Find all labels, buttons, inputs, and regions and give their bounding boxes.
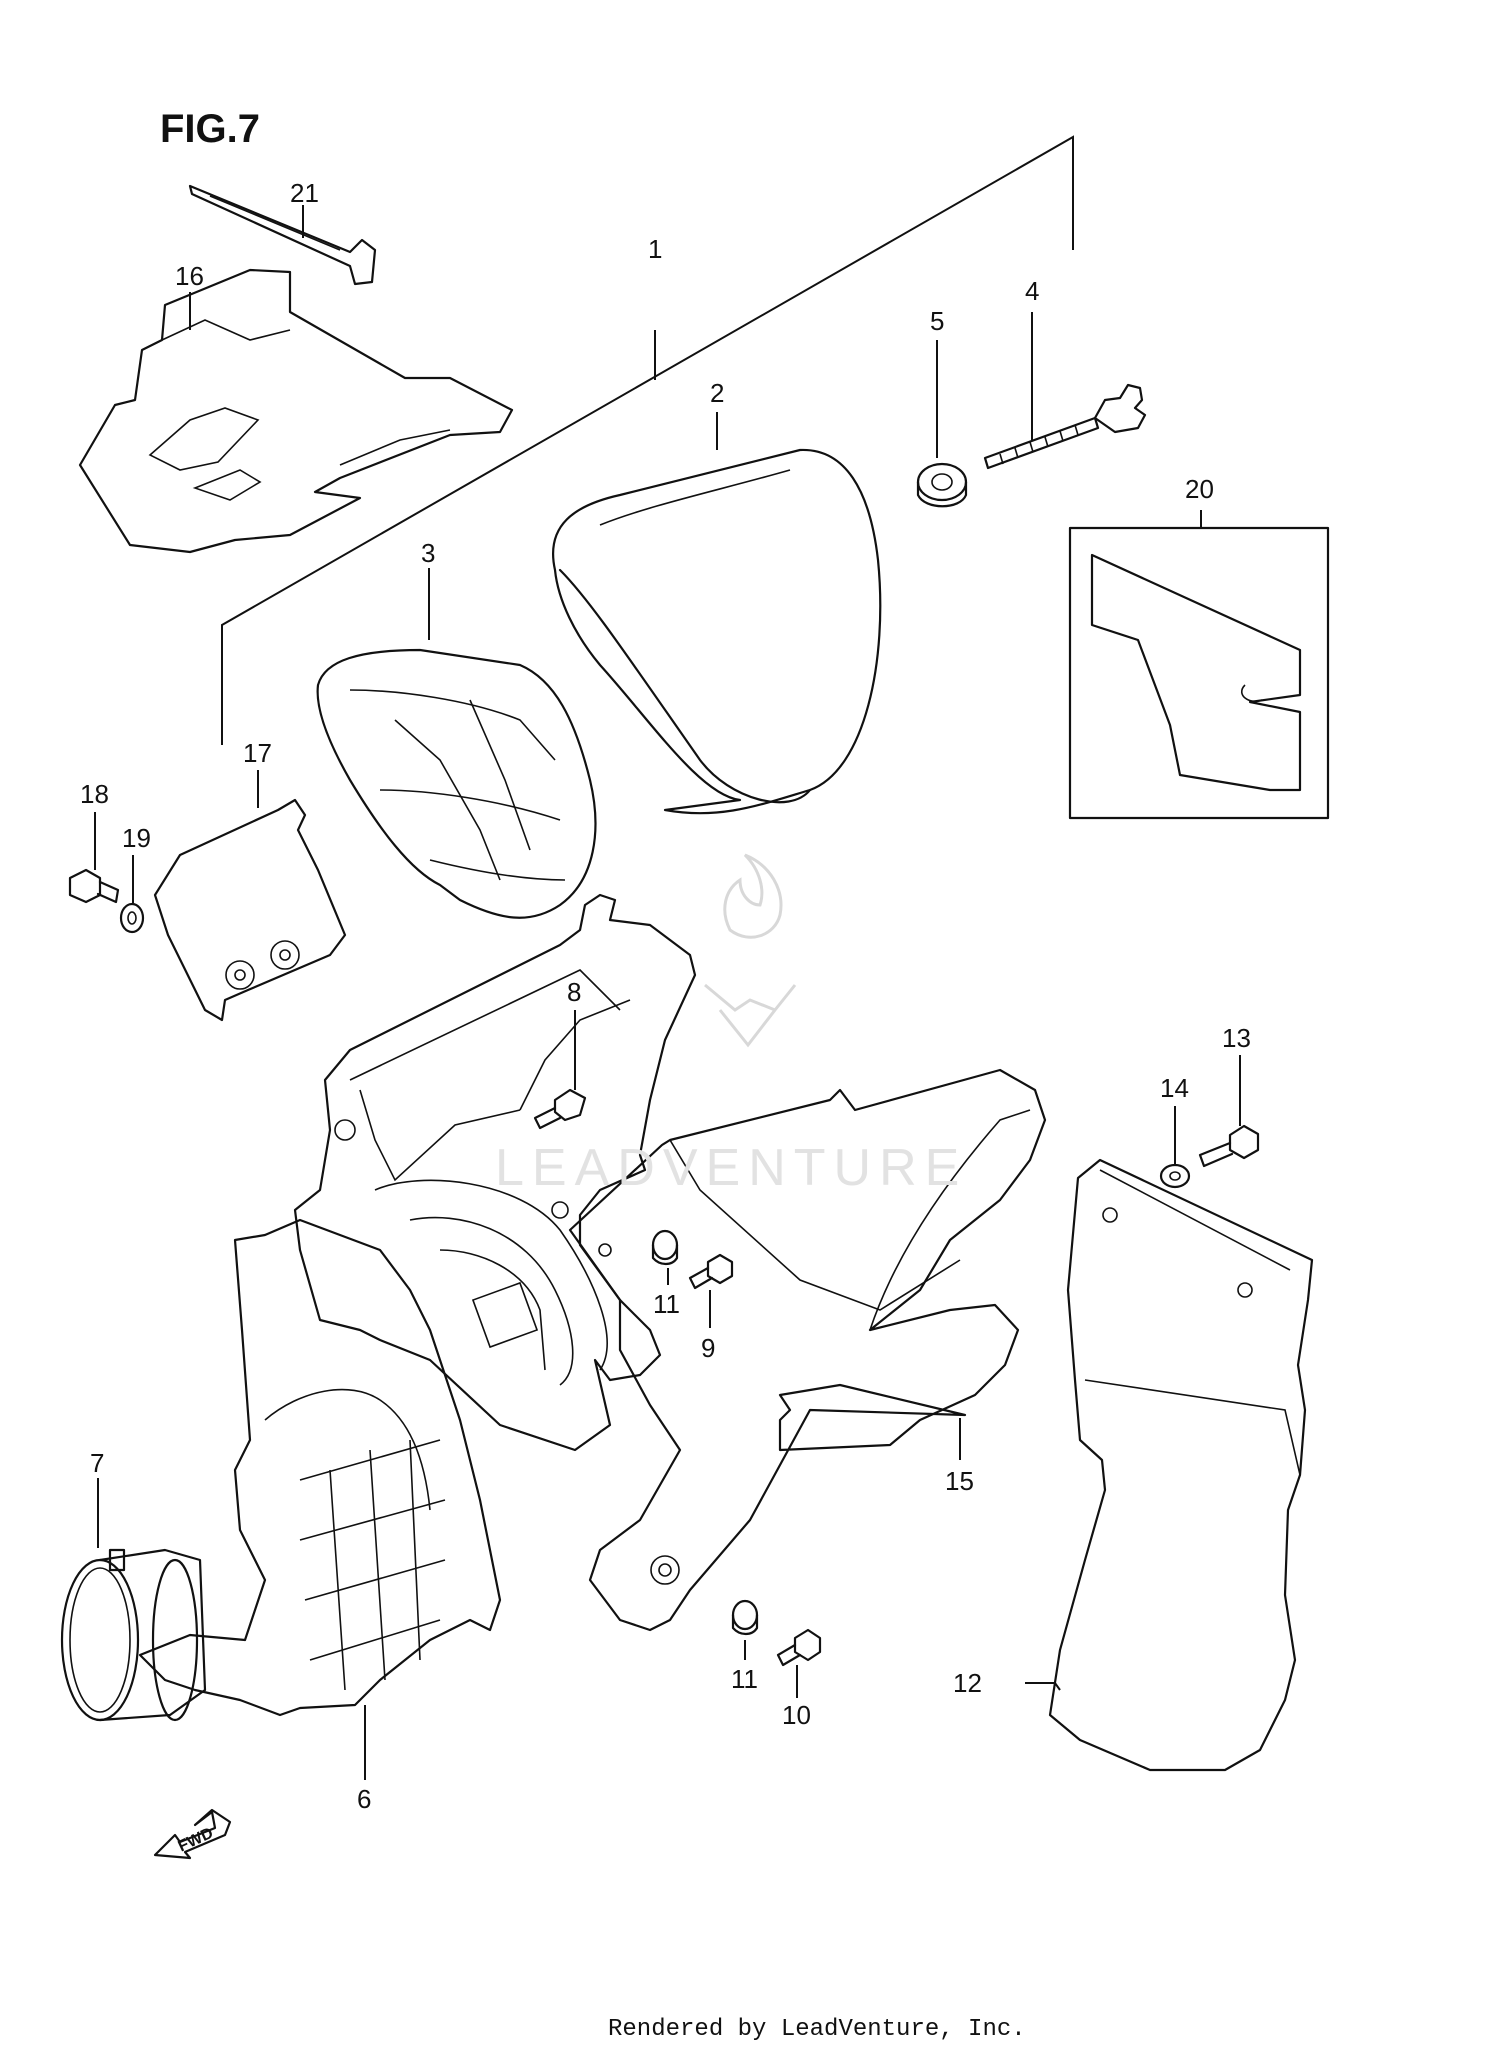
callout-8: 8 bbox=[567, 977, 581, 1007]
part-filter-cage bbox=[316, 568, 597, 919]
callout-labels: 21 16 1 4 5 2 20 3 17 18 19 8 13 14 11 9… bbox=[80, 178, 1251, 1814]
callout-5: 5 bbox=[930, 306, 944, 336]
callout-18: 18 bbox=[80, 779, 109, 809]
callout-7: 7 bbox=[90, 1448, 104, 1478]
part-collar-11b bbox=[731, 1599, 759, 1660]
part-cover-plate bbox=[78, 268, 514, 554]
callout-9: 9 bbox=[701, 1333, 715, 1363]
forward-arrow: FWD bbox=[153, 1808, 232, 1860]
assembly-bracket-1 bbox=[221, 135, 1074, 745]
callout-11-upper: 11 bbox=[653, 1289, 680, 1319]
part-bolt-10 bbox=[776, 1628, 822, 1698]
part-bolt-13 bbox=[1198, 1055, 1260, 1168]
callout-1: 1 bbox=[648, 234, 662, 264]
fwd-label: FWD bbox=[176, 1825, 216, 1856]
part-wing-bolt bbox=[983, 312, 1147, 470]
callout-16: 16 bbox=[175, 261, 204, 291]
part-bolt-18 bbox=[68, 812, 120, 904]
callout-14: 14 bbox=[1160, 1073, 1189, 1103]
part-bolt-8 bbox=[533, 1010, 587, 1130]
part-washer-19 bbox=[119, 855, 145, 934]
callout-2: 2 bbox=[710, 378, 724, 408]
callout-12: 12 bbox=[953, 1668, 982, 1698]
callout-11-lower: 11 bbox=[731, 1664, 758, 1694]
callout-15: 15 bbox=[945, 1466, 974, 1496]
callout-4: 4 bbox=[1025, 276, 1039, 306]
figure-title: FIG.7 bbox=[160, 107, 260, 151]
watermark: LEADVENTURE bbox=[495, 853, 967, 1197]
part-bolt-9 bbox=[688, 1253, 734, 1328]
callout-10: 10 bbox=[782, 1700, 811, 1730]
part-grommet bbox=[916, 340, 968, 508]
footer-credit: Rendered by LeadVenture, Inc. bbox=[608, 2016, 1026, 2043]
part-bracket-plate bbox=[568, 1068, 1047, 1632]
callout-3: 3 bbox=[421, 538, 435, 568]
part-cable-tie bbox=[188, 184, 377, 286]
part-washer-14 bbox=[1159, 1106, 1191, 1189]
callout-19: 19 bbox=[122, 823, 151, 853]
callout-13: 13 bbox=[1222, 1023, 1251, 1053]
callout-20: 20 bbox=[1185, 474, 1214, 504]
part-air-filter bbox=[552, 412, 882, 815]
watermark-text: LEADVENTURE bbox=[495, 1139, 967, 1197]
part-label-kit bbox=[1068, 510, 1330, 820]
callout-6: 6 bbox=[357, 1784, 371, 1814]
part-intake-duct bbox=[138, 1218, 502, 1780]
callout-17: 17 bbox=[243, 738, 272, 768]
part-hose-clamp bbox=[60, 1478, 207, 1722]
part-side-duct bbox=[1025, 1158, 1314, 1772]
callout-21: 21 bbox=[290, 178, 319, 208]
part-collar-11a bbox=[651, 1229, 679, 1285]
part-bracket-guard bbox=[153, 770, 347, 1022]
